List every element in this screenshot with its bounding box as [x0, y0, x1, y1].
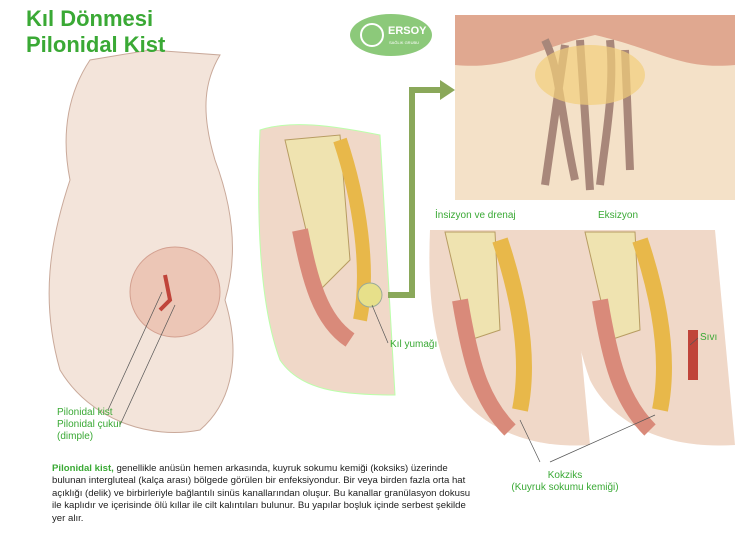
label-pilonidal: Pilonidal kist Pilonidal çukur (dimple): [57, 407, 122, 443]
dimple-label: (dimple): [57, 431, 94, 442]
label-coccyx: Kokziks (Kuyruk sokumu kemiği): [510, 470, 620, 494]
label-fluid: Sıvı: [700, 332, 718, 343]
logo-name: ERSOY: [388, 25, 427, 37]
back-figure: [48, 49, 234, 433]
logo-emblem-icon: [360, 23, 384, 47]
inset-magnifier: [129, 246, 221, 338]
sagittal-section-incision: [429, 230, 590, 446]
arrow: [388, 87, 440, 298]
label-excision: Eksizyon: [598, 210, 639, 221]
pilonidal-pit-label: Pilonidal çukur: [57, 419, 123, 430]
description-text: genellikle anüsün hemen arkasında, kuyru…: [52, 463, 471, 524]
coccyx-subtitle: (Kuyruk sokumu kemiği): [511, 482, 619, 493]
label-incision: İnsizyon ve drenaj: [435, 210, 516, 221]
logo-subtitle: SAĞLIK GRUBU: [389, 40, 420, 45]
description-lead: Pilonidal kist,: [52, 463, 114, 474]
coccyx-name: Kokziks: [547, 470, 583, 481]
skin-cross-section: [455, 15, 735, 200]
sagittal-section-excision: [569, 230, 735, 446]
title-line-2: Pilonidal Kist: [26, 32, 166, 57]
title-line-1: Kıl Dönmesi: [26, 6, 154, 31]
label-hair-ball: Kıl yumağı: [390, 339, 438, 350]
description-paragraph: Pilonidal kist, genellikle anüsün hemen …: [52, 463, 472, 525]
sagittal-section-main: [258, 124, 396, 396]
pilonidal-cyst-label: Pilonidal kist: [57, 407, 113, 418]
ersoy-logo: ERSOY SAĞLIK GRUBU: [350, 14, 432, 56]
page-title: Kıl Dönmesi Pilonidal Kist: [26, 6, 165, 58]
